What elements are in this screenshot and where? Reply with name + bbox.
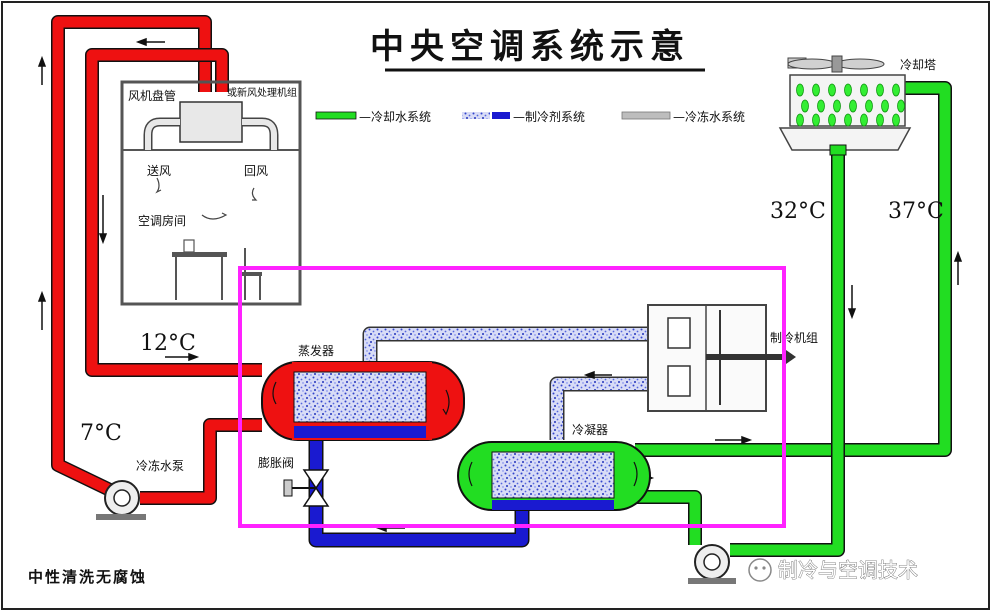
water-drop bbox=[796, 113, 804, 127]
expansion-valve bbox=[283, 469, 330, 507]
condenser bbox=[457, 441, 651, 511]
supply-air-label: 送风 bbox=[147, 163, 171, 178]
legend-swatch-cooling bbox=[315, 111, 357, 120]
water-drop bbox=[892, 83, 900, 97]
legend-swatch-chilled bbox=[621, 111, 671, 120]
air-conditioned-room bbox=[120, 80, 302, 306]
fan-coil-label: 风机盘管 bbox=[128, 88, 176, 103]
footer-note: 中性清洗无腐蚀 bbox=[28, 568, 147, 586]
cooling-water-loop bbox=[620, 81, 952, 557]
diagram-title: 中央空调系统示意 bbox=[370, 27, 690, 67]
water-drop bbox=[844, 113, 852, 127]
legend-label-refrigerant: —制冷剂系统 bbox=[513, 109, 585, 124]
temp-return-chilled: 12°C bbox=[140, 331, 196, 356]
water-drop bbox=[828, 83, 836, 97]
water-drop bbox=[881, 99, 889, 113]
water-drop bbox=[801, 99, 809, 113]
water-drop bbox=[844, 83, 852, 97]
water-drop bbox=[876, 113, 884, 127]
temp-cooling-out: 37°C bbox=[888, 199, 944, 224]
water-drop bbox=[796, 83, 804, 97]
legend: —冷却水系统 —制冷剂系统 —冷冻水系统 bbox=[315, 109, 745, 124]
fresh-air-unit-label: 或新风处理机组 bbox=[227, 86, 297, 99]
return-air-label: 回风 bbox=[244, 164, 268, 178]
water-drop bbox=[892, 113, 900, 127]
ac-room-label: 空调房间 bbox=[138, 213, 186, 228]
cooling-water-pump bbox=[688, 544, 736, 584]
evaporator-label: 蒸发器 bbox=[298, 343, 334, 358]
chilled-water-pump bbox=[96, 480, 146, 520]
chilled-water-loop bbox=[51, 15, 262, 505]
water-drop bbox=[812, 113, 820, 127]
temp-cooling-in: 32°C bbox=[770, 199, 826, 224]
legend-label-cooling-water: —冷却水系统 bbox=[359, 110, 431, 124]
water-drop bbox=[860, 83, 868, 97]
water-drop bbox=[860, 113, 868, 127]
water-drop bbox=[833, 99, 841, 113]
legend-swatch-refrigerant-pattern bbox=[462, 112, 490, 119]
evaporator bbox=[261, 361, 465, 441]
fan-coil-unit bbox=[179, 101, 243, 143]
expansion-valve-label: 膨胀阀 bbox=[258, 456, 294, 470]
highlight-box bbox=[238, 266, 786, 528]
water-drop bbox=[849, 99, 857, 113]
flow-arrows-chilled bbox=[37, 37, 200, 362]
legend-swatch-refrigerant bbox=[492, 112, 510, 119]
chilled-pump-label: 冷冻水泵 bbox=[136, 458, 184, 473]
temp-supply-chilled: 7°C bbox=[80, 421, 122, 446]
chiller-compressor bbox=[647, 304, 796, 412]
water-drop bbox=[876, 83, 884, 97]
water-drop bbox=[897, 99, 905, 113]
watermark-text: 制冷与空调技术 bbox=[778, 558, 918, 582]
water-drop bbox=[817, 99, 825, 113]
legend-label-chilled-water: —冷冻水系统 bbox=[673, 109, 745, 124]
cooling-tower-drops bbox=[796, 83, 905, 127]
chiller-unit-label: 制冷机组 bbox=[770, 331, 818, 345]
water-drop bbox=[865, 99, 873, 113]
condenser-label: 冷凝器 bbox=[572, 422, 608, 437]
watermark: 制冷与空调技术 bbox=[748, 558, 918, 582]
cooling-tower-label: 冷却塔 bbox=[900, 58, 936, 72]
water-drop bbox=[828, 113, 836, 127]
wechat-icon bbox=[748, 558, 772, 582]
water-drop bbox=[812, 83, 820, 97]
cooling-tower bbox=[778, 55, 912, 156]
